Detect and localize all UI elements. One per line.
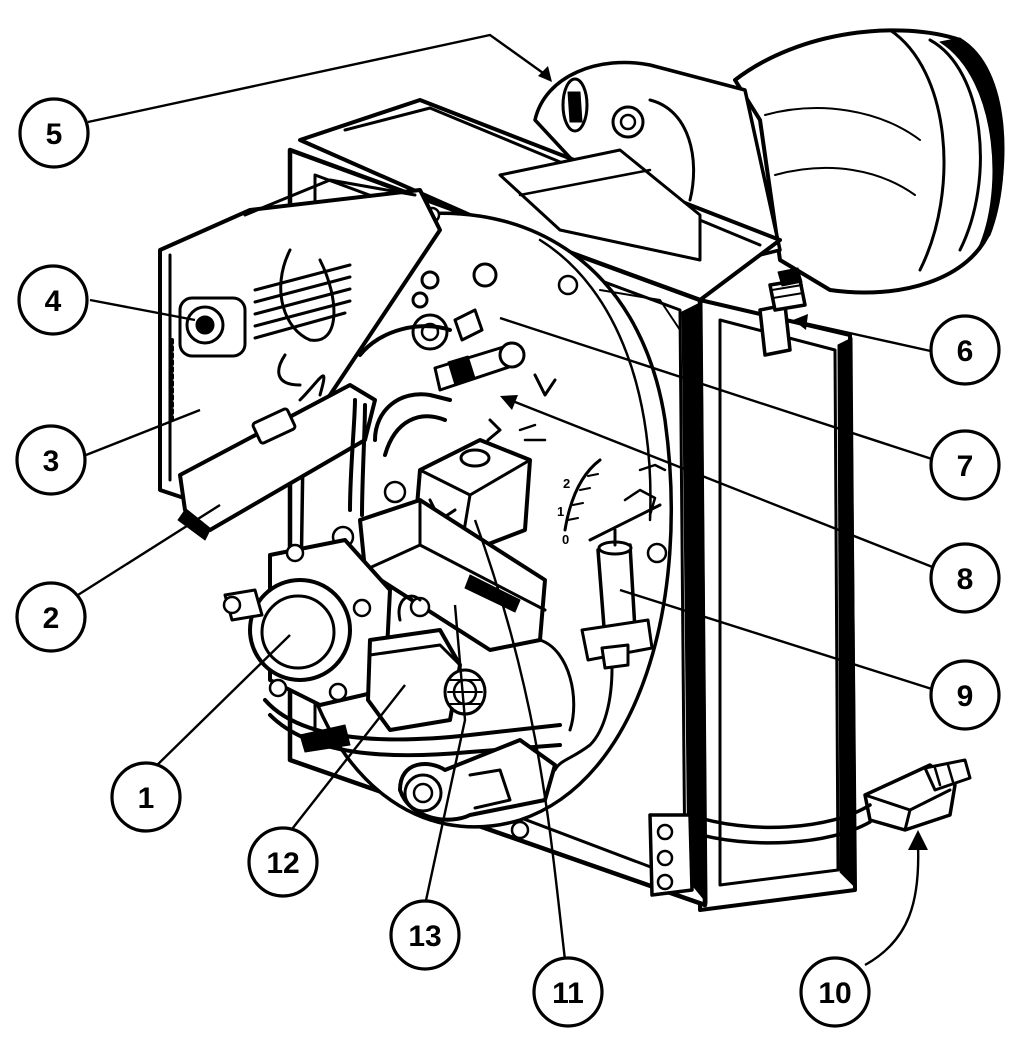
callout-3: 3 (15, 424, 87, 496)
callout-12: 12 (247, 826, 319, 898)
callout-6: 6 (929, 314, 1001, 386)
pressure-regulator (366, 594, 487, 732)
callout-9-label: 9 (957, 680, 974, 713)
callout-7-label: 7 (957, 450, 974, 483)
callout-2: 2 (15, 581, 87, 653)
callout-5-label: 5 (46, 118, 63, 151)
callout-13-label: 13 (408, 920, 441, 953)
callout-11-label: 11 (552, 977, 584, 1010)
callout-7: 7 (929, 429, 1001, 501)
nipple-fitting (758, 267, 807, 357)
callout-9: 9 (929, 659, 1001, 731)
electrode-assembly (348, 262, 557, 517)
scale-tick-1: 1 (557, 504, 564, 519)
oil-hose (263, 698, 562, 840)
motor (733, 28, 1005, 295)
ignition-component (538, 528, 654, 772)
plug-connector (648, 758, 972, 897)
pump-front (222, 538, 392, 707)
callout-13: 13 (389, 899, 461, 971)
callout-10: 10 (799, 956, 871, 1028)
callout-4: 4 (17, 264, 89, 336)
callout-8: 8 (929, 542, 1001, 614)
callout-4-label: 4 (45, 285, 62, 318)
callout-8-label: 8 (957, 563, 974, 596)
callout-1: 1 (110, 761, 182, 833)
scale-tick-2: 2 (563, 476, 570, 491)
control-box (158, 178, 442, 502)
callout-2-label: 2 (43, 602, 60, 635)
callout-11: 11 (532, 956, 604, 1028)
callout-6-label: 6 (957, 335, 974, 368)
scale-tick-0: 0 (562, 532, 569, 547)
callout-1-label: 1 (138, 782, 155, 815)
callout-leaders (69, 33, 936, 967)
air-damper-scale: 0 1 2 (557, 458, 667, 547)
callout-3-label: 3 (43, 445, 60, 478)
callout-12-label: 12 (266, 847, 299, 880)
callout-5: 5 (18, 97, 90, 169)
callout-10-label: 10 (818, 977, 851, 1010)
